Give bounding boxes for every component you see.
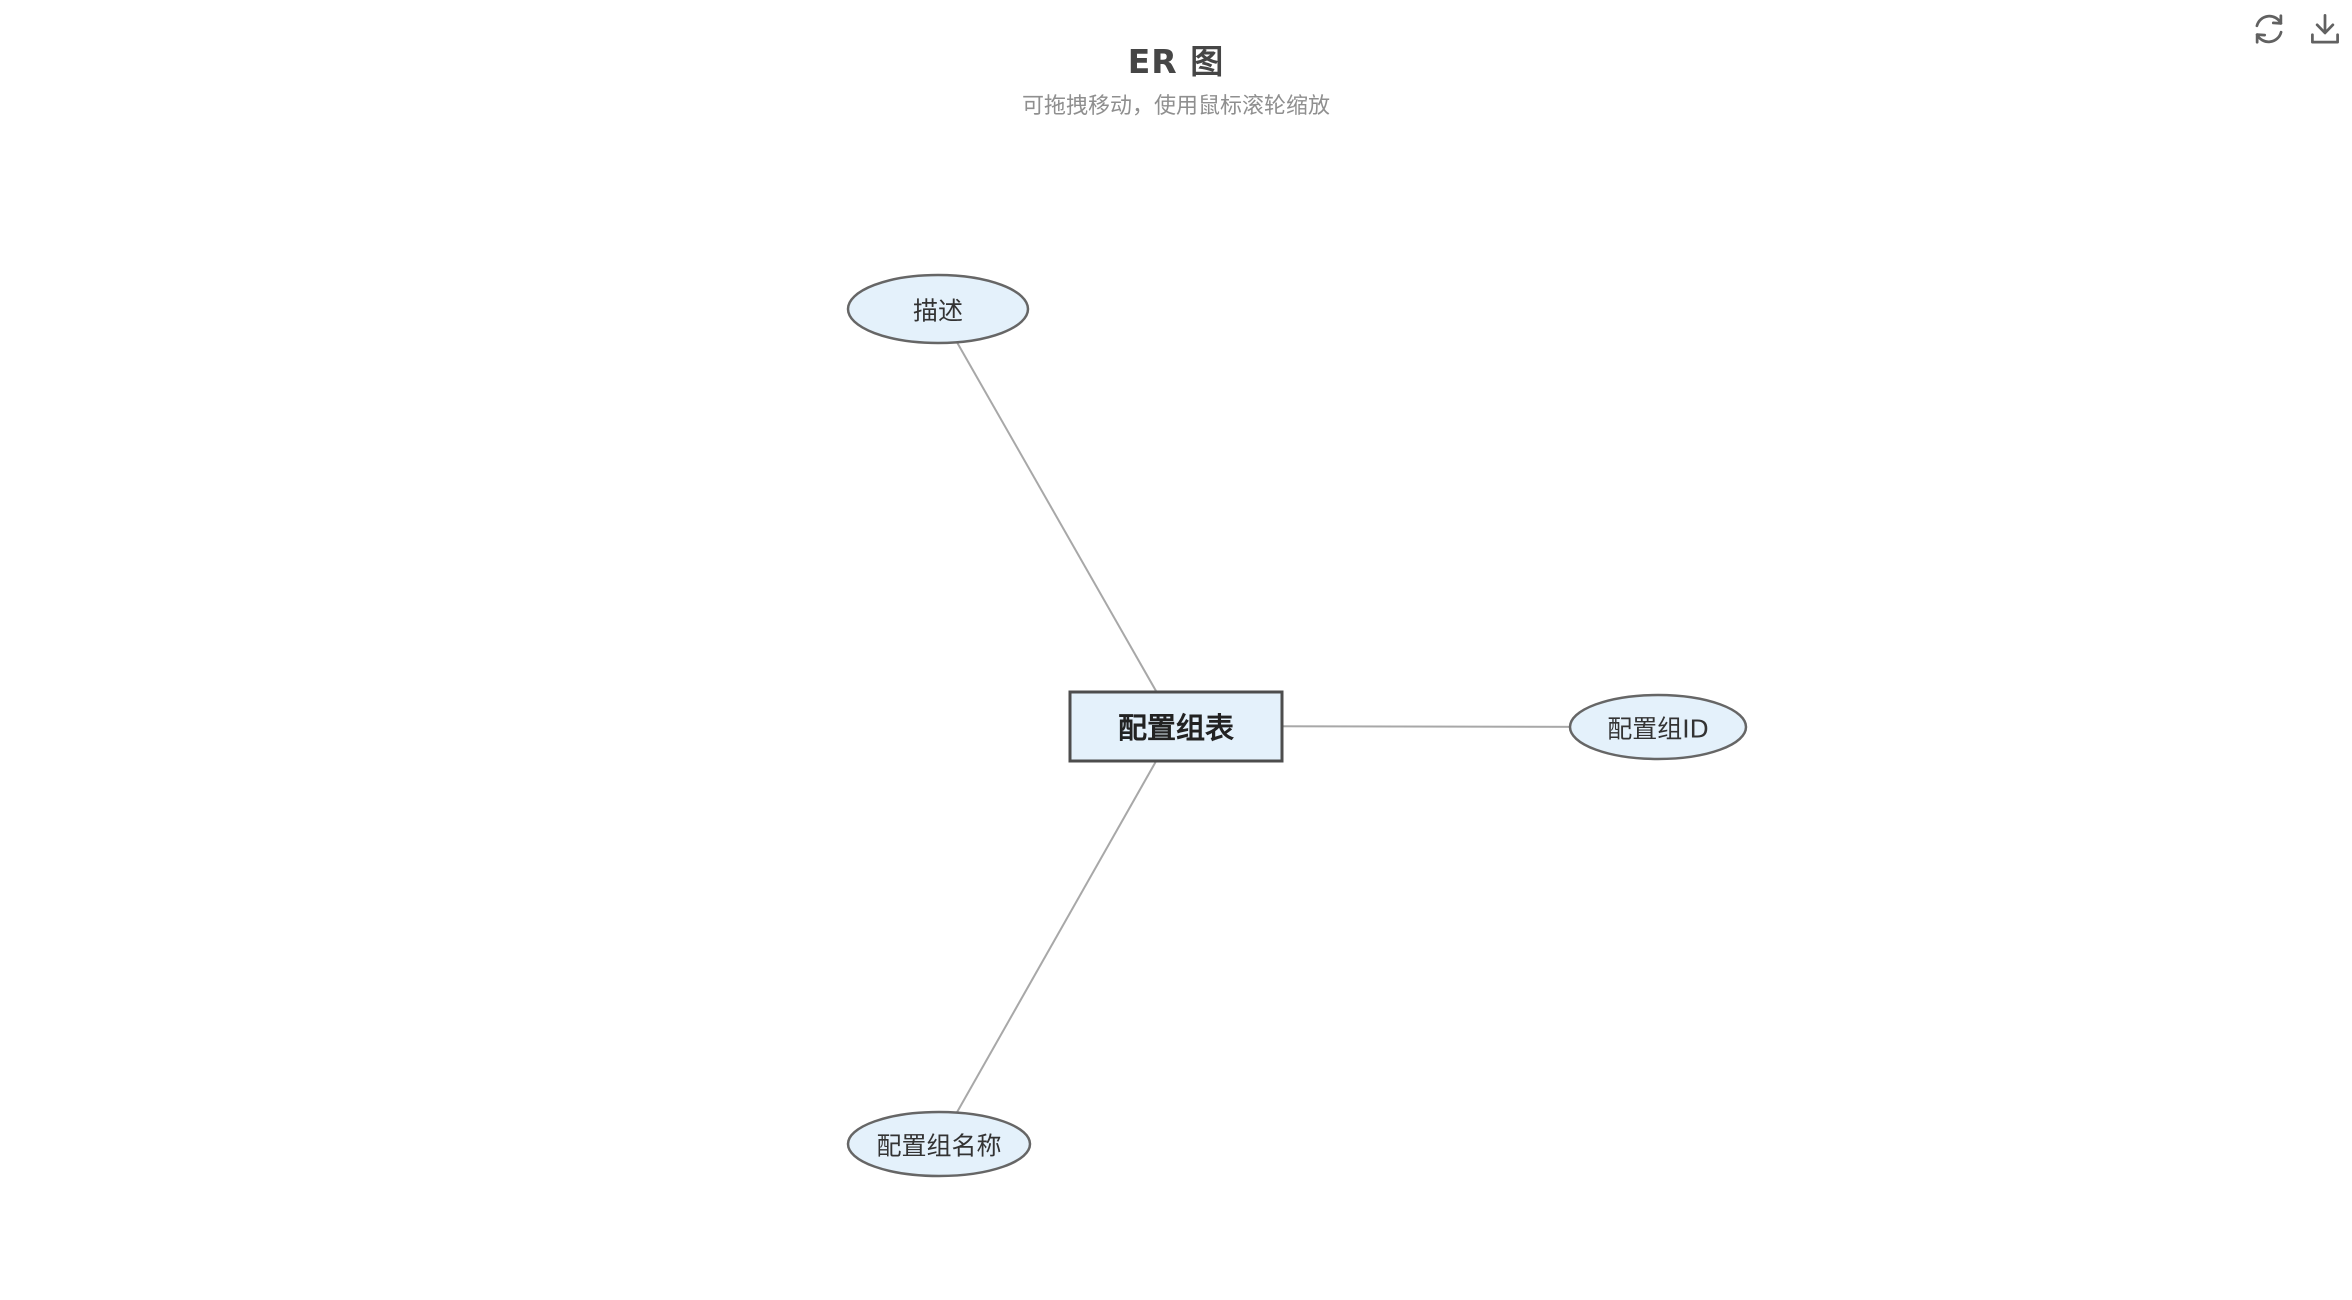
restore-button[interactable] <box>2248 8 2290 50</box>
entity-rect[interactable] <box>1068 690 1284 763</box>
edge-entity-description <box>937 308 1177 727</box>
attribute-node-description[interactable]: 描述 <box>846 273 1030 345</box>
entity-label: 配置组表 <box>1118 711 1234 745</box>
entity-node[interactable]: 配置组表 <box>1068 690 1284 763</box>
attribute-ellipse[interactable] <box>846 273 1030 345</box>
attribute-ellipse[interactable] <box>846 1110 1032 1178</box>
attribute-label: 配置组ID <box>1607 715 1709 744</box>
download-icon <box>2311 13 2339 44</box>
edges <box>937 308 1659 1145</box>
attribute-node-group-name[interactable]: 配置组名称 <box>846 1110 1032 1178</box>
attribute-label: 描述 <box>913 297 963 326</box>
toolbox <box>2248 8 2346 50</box>
restore-icon <box>2255 14 2283 44</box>
save-image-button[interactable] <box>2304 8 2346 50</box>
attribute-node-group-id[interactable]: 配置组ID <box>1568 693 1748 761</box>
attribute-ellipse[interactable] <box>1568 693 1748 761</box>
attribute-label: 配置组名称 <box>876 1132 1001 1161</box>
edge-entity-group-name <box>938 725 1177 1145</box>
